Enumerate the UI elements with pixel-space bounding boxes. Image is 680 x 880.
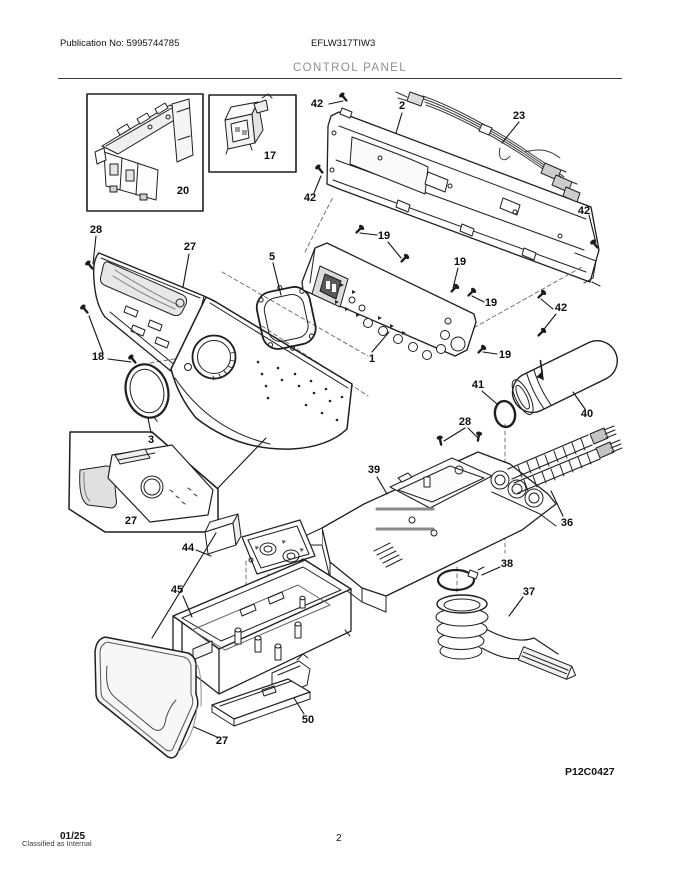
footer-classification: Classified as Internal [22, 839, 92, 848]
callout-screw-42-right: 42 [577, 205, 591, 217]
part-50-drawing [211, 653, 311, 727]
part-37-drawing [435, 594, 577, 680]
callout-part-5: 5 [268, 251, 276, 263]
callout-part-27-inset: 27 [124, 515, 138, 527]
callout-part-2: 2 [398, 100, 406, 112]
callout-part-3: 3 [147, 434, 155, 446]
model-number: EFLW317TIW3 [311, 38, 376, 49]
part-27-panel-drawing [92, 252, 353, 450]
title-rule [58, 78, 622, 79]
callout-part-37: 37 [522, 586, 536, 598]
panel-button-dots [256, 360, 344, 422]
part-3-drawing [124, 363, 170, 422]
callout-part-23: 23 [512, 110, 526, 122]
part-17-drawing [208, 93, 297, 173]
callout-part-44: 44 [181, 542, 195, 554]
callout-screw-42-mid: 42 [554, 302, 568, 314]
part-45-drawing [172, 559, 352, 695]
diagram-code: P12C0427 [565, 766, 615, 778]
part-2-drawing [326, 107, 601, 287]
part-36-drawing [490, 425, 623, 527]
callout-screw-19-a: 19 [377, 230, 391, 242]
callout-part-41: 41 [471, 379, 485, 391]
callout-screw-28-mid: 28 [458, 416, 472, 428]
part-41-drawing [493, 399, 517, 429]
callout-part-20: 20 [176, 185, 190, 197]
part-23-drawing [395, 91, 581, 203]
callout-part-27-drawer: 27 [215, 735, 229, 747]
callout-part-50: 50 [301, 714, 315, 726]
callout-screw-19-b: 19 [453, 256, 467, 268]
part-44-drawing [204, 513, 316, 575]
leader-lines [88, 100, 597, 738]
callout-screw-42-left: 42 [303, 192, 317, 204]
part-27-inset-drawing [68, 431, 219, 533]
callout-screw-28-left: 28 [89, 224, 103, 236]
part-20-drawing [86, 93, 204, 212]
callout-part-45: 45 [170, 584, 184, 596]
section-title: CONTROL PANEL [292, 62, 408, 74]
part-38-drawing [436, 566, 485, 592]
part-1-drawing [301, 242, 477, 360]
callout-part-39: 39 [367, 464, 381, 476]
footer-page-number: 2 [336, 833, 342, 844]
callout-screw-42-top: 42 [310, 98, 324, 110]
callout-part-27-panel: 27 [183, 241, 197, 253]
part-40-drawing [511, 340, 618, 416]
callout-part-40: 40 [580, 408, 594, 420]
callout-screw-19-c: 19 [484, 297, 498, 309]
callout-part-36: 36 [560, 517, 574, 529]
callout-part-38: 38 [500, 558, 514, 570]
callout-screw-18: 18 [91, 351, 105, 363]
part-27-drawer-drawing [94, 636, 202, 759]
callout-part-17: 17 [263, 150, 277, 162]
callout-part-1: 1 [368, 353, 376, 365]
publication-number: Publication No: 5995744785 [60, 38, 180, 49]
callout-screw-19-d: 19 [498, 349, 512, 361]
footer-date: 01/25 [60, 831, 86, 842]
